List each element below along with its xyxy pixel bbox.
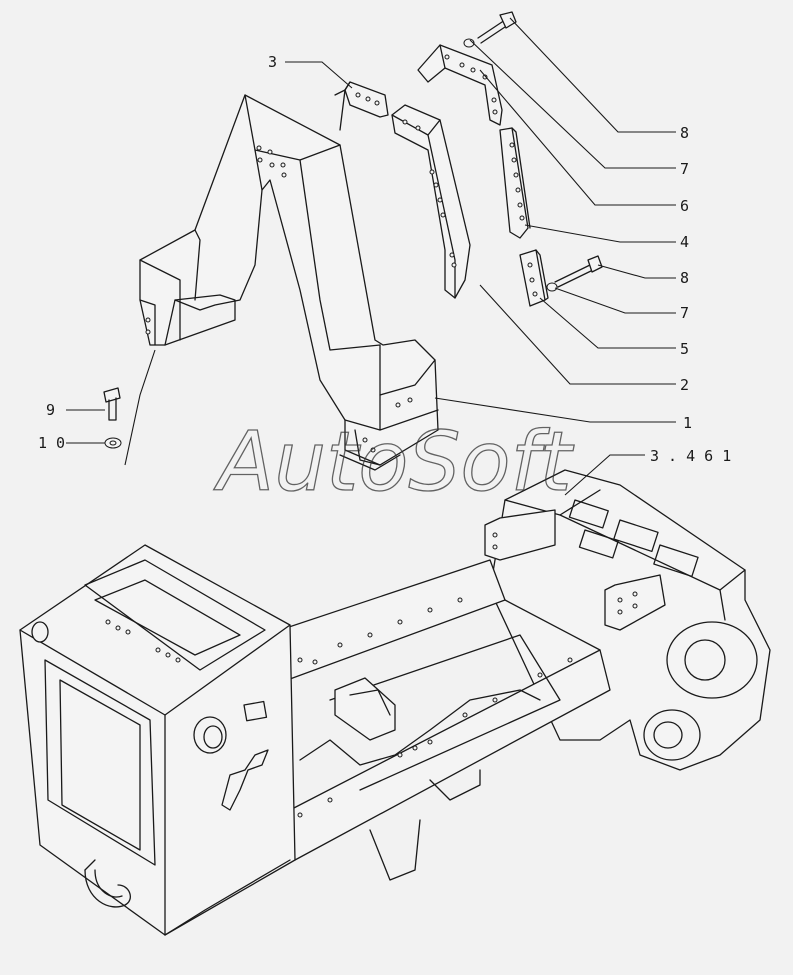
bolt-top-part-8 — [463, 11, 517, 48]
plate-part-2 — [391, 104, 471, 299]
strip-part-4 — [499, 127, 531, 239]
bolt-part-9 — [103, 387, 122, 449]
label-6: 6 — [680, 197, 689, 215]
frame-support-part-1 — [139, 94, 439, 471]
label-10: 1 0 — [38, 434, 65, 452]
label-7-b: 7 — [680, 304, 689, 322]
label-3-top: 3 — [268, 53, 277, 71]
watermark-text: AutoSoft — [213, 415, 574, 510]
bolt-side-part-8 — [546, 255, 603, 292]
label-8-a: 8 — [680, 124, 689, 142]
callout-labels: 3 8 7 6 4 8 7 5 2 1 9 1 0 3 . 4 6 1 — [38, 53, 731, 465]
label-5: 5 — [680, 340, 689, 358]
label-1: 1 — [683, 414, 692, 432]
small-plate-part-5 — [519, 249, 549, 307]
tractor-frame — [19, 469, 771, 936]
bracket-part-3 — [334, 81, 389, 131]
curved-plate-part-6 — [417, 44, 503, 126]
leader-lines — [66, 17, 676, 496]
label-4: 4 — [680, 233, 689, 251]
label-7-a: 7 — [680, 160, 689, 178]
label-9: 9 — [46, 401, 55, 419]
label-ref-3-461: 3 . 4 6 1 — [650, 447, 731, 465]
label-2: 2 — [680, 376, 689, 394]
label-8-b: 8 — [680, 269, 689, 287]
